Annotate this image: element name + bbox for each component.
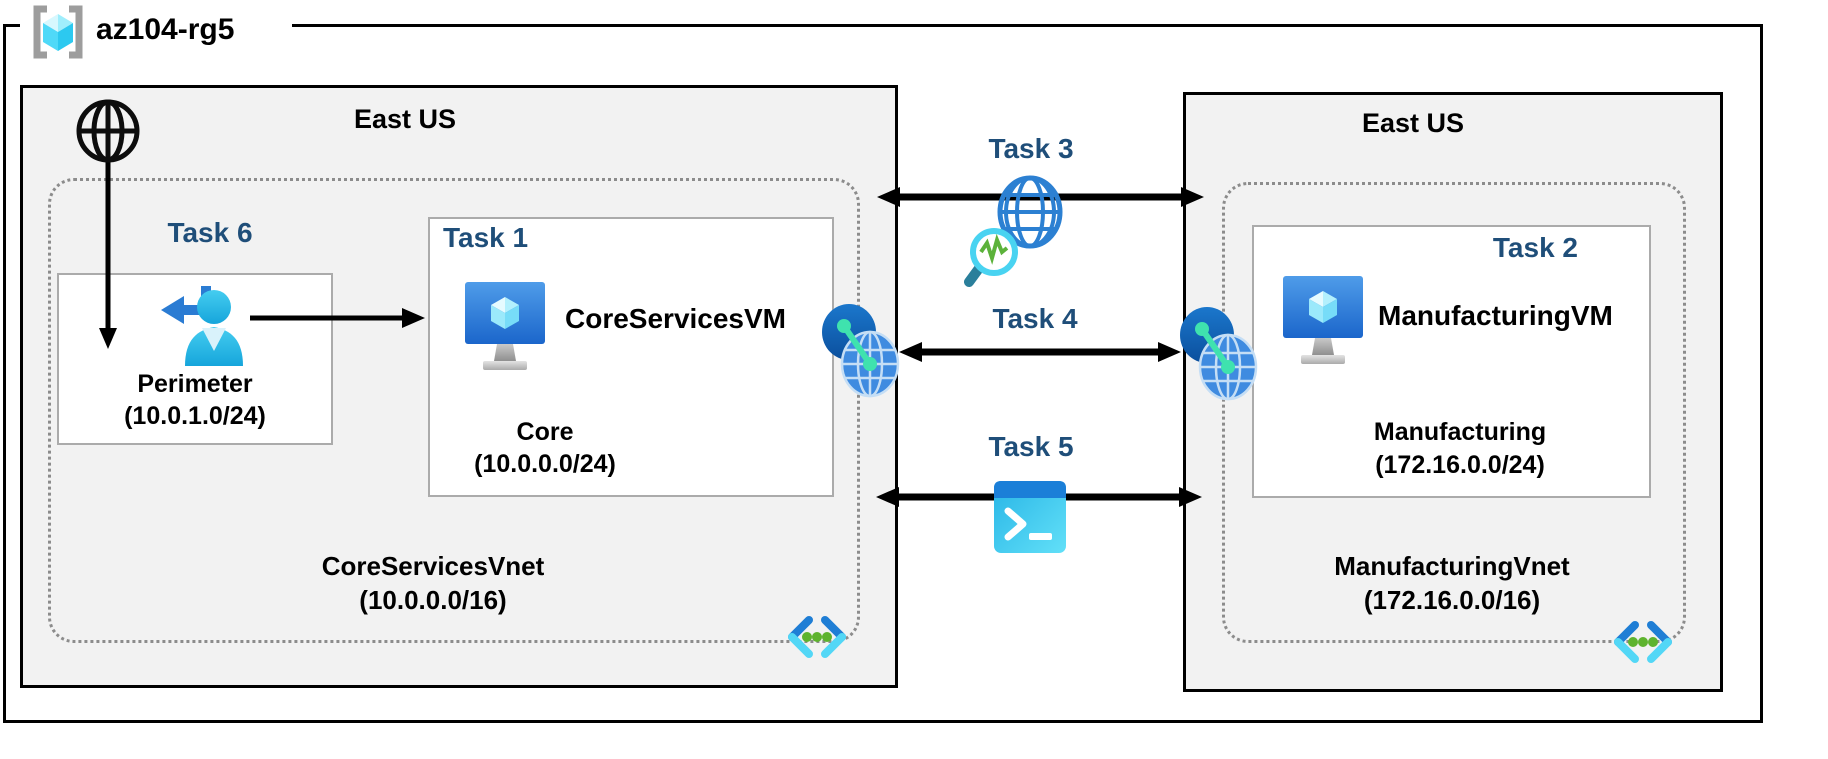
arrow-perimeter-to-vm bbox=[250, 308, 425, 328]
vnet-peering-icon bbox=[822, 304, 900, 398]
manufacturing-vnet-boundary bbox=[1222, 182, 1686, 643]
arrow-internet-to-perimeter bbox=[99, 162, 117, 349]
task3-label: Task 3 bbox=[988, 133, 1074, 164]
perimeter-subnet-name: Perimeter bbox=[137, 370, 253, 398]
core-subnet-name: Core bbox=[516, 418, 574, 446]
virtual-machine-icon bbox=[1283, 276, 1363, 364]
core-vnet-name: CoreServicesVnet bbox=[321, 551, 545, 581]
perimeter-subnet-cidr: (10.0.1.0/24) bbox=[124, 402, 266, 430]
core-subnet-cidr: (10.0.0.0/24) bbox=[474, 450, 616, 478]
vnet-peering-icon bbox=[1180, 307, 1258, 401]
task4-label: Task 4 bbox=[992, 303, 1078, 334]
manufacturing-vm-name: ManufacturingVM bbox=[1378, 300, 1613, 331]
cloud-shell-icon bbox=[994, 481, 1066, 553]
core-vnet-cidr: (10.0.0.0/16) bbox=[359, 585, 507, 615]
manufacturing-subnet-cidr: (172.16.0.0/24) bbox=[1375, 451, 1545, 479]
region-right-title: East US bbox=[1361, 108, 1465, 138]
task2-label: Task 2 bbox=[1492, 232, 1578, 263]
subnet-icon bbox=[1614, 621, 1672, 663]
network-watcher-icon bbox=[964, 175, 1063, 287]
task1-label: Task 1 bbox=[443, 222, 529, 253]
task5-label: Task 5 bbox=[988, 431, 1074, 462]
region-left-title: East US bbox=[353, 104, 457, 134]
core-vm-name: CoreServicesVM bbox=[565, 303, 787, 334]
internet-globe-icon bbox=[76, 99, 140, 163]
manufacturing-subnet-name: Manufacturing bbox=[1373, 418, 1547, 446]
subnet-icon bbox=[788, 616, 846, 658]
virtual-machine-icon bbox=[465, 282, 545, 370]
core-services-vnet-boundary bbox=[48, 178, 860, 643]
resource-group-label: az104-rg5 bbox=[96, 13, 235, 46]
manufacturing-vnet-name: ManufacturingVnet bbox=[1334, 551, 1570, 581]
task6-label: Task 6 bbox=[167, 217, 253, 248]
resource-group-icon bbox=[33, 5, 83, 59]
arrow-task4 bbox=[899, 342, 1181, 362]
incoming-user-icon bbox=[161, 286, 243, 366]
manufacturing-vnet-cidr: (172.16.0.0/16) bbox=[1363, 585, 1541, 615]
